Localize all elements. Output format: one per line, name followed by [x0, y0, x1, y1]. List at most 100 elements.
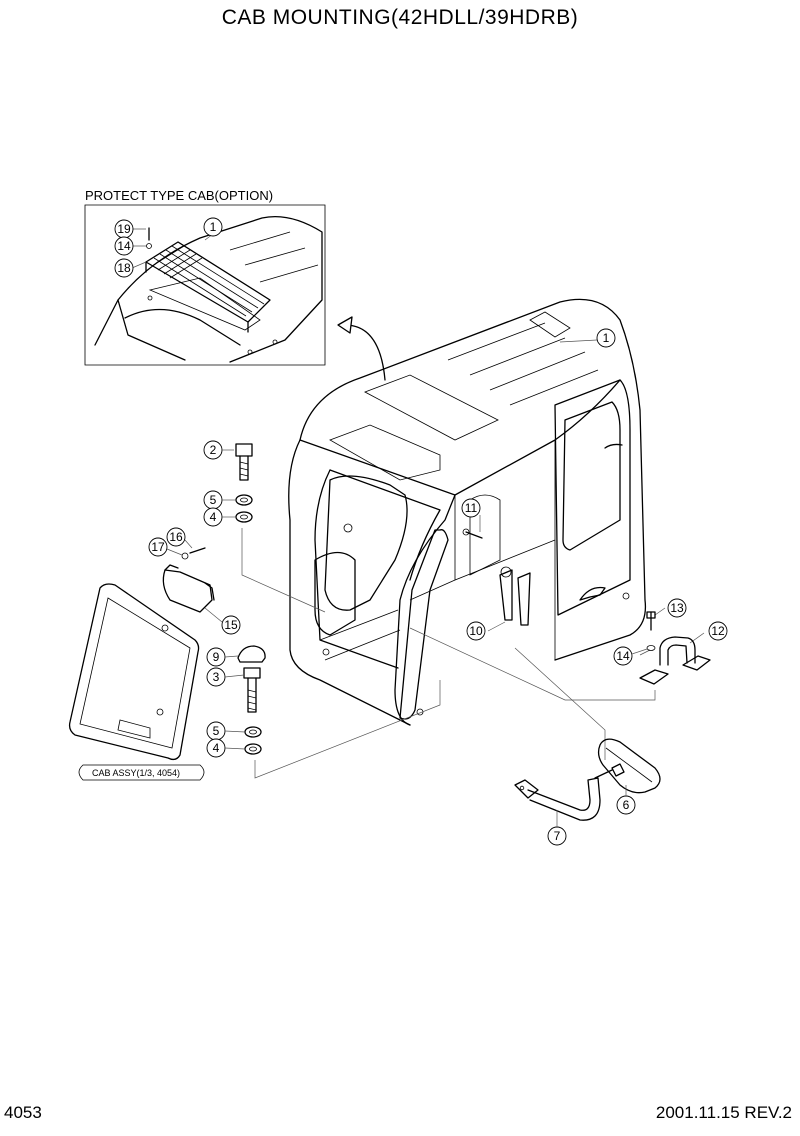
page-title: CAB MOUNTING(42HDLL/39HDRB)	[221, 6, 579, 29]
washer-5-top	[235, 494, 253, 506]
washer-5-bottom-hole	[249, 729, 257, 735]
callout-11: 11	[461, 498, 481, 518]
cab-assy-label: CAB ASSY(1/3, 4054)	[92, 768, 180, 778]
mirror-6	[597, 738, 661, 794]
svg-text:3: 3	[213, 670, 220, 684]
svg-text:10: 10	[469, 624, 483, 638]
svg-text:6: 6	[623, 798, 630, 812]
bolt-13-head	[646, 611, 656, 619]
callout-4-top: 4	[203, 507, 223, 527]
inset-pointer-arrowhead	[337, 316, 353, 334]
svg-text:4: 4	[210, 510, 217, 524]
svg-text:5: 5	[210, 493, 217, 507]
sliding-window	[68, 583, 200, 761]
svg-text:2: 2	[210, 443, 217, 457]
washer-4-top	[235, 511, 253, 523]
inset-roof-hatch	[148, 277, 261, 331]
cab-back-wall	[454, 440, 556, 581]
callout-5-top: 5	[203, 490, 223, 510]
callout-5-bottom: 5	[206, 721, 226, 741]
mirror-bracket-7	[514, 769, 613, 821]
washer-4-bottom-hole	[249, 746, 257, 752]
cab-inner-edges	[409, 540, 556, 660]
cab-body	[288, 298, 647, 726]
inset-roof-rib-1	[229, 231, 291, 251]
inset-pointer-arrow	[344, 324, 386, 381]
inset-bolt-hole	[272, 339, 278, 345]
floor-mount-hole	[322, 648, 330, 656]
callout-7: 7	[547, 826, 567, 846]
cab-front-roof-panel	[329, 424, 441, 481]
washer-5-top-hole	[240, 497, 248, 503]
inset-roof-rib-2	[244, 247, 306, 266]
cab-assy-label-box	[78, 764, 205, 781]
cap-9	[237, 645, 266, 663]
callout-15: 15	[221, 615, 241, 635]
svg-text:15: 15	[224, 618, 238, 632]
cab-roof-ribs	[447, 322, 599, 406]
cab-front-window-left	[314, 469, 399, 669]
page-number: 4053	[4, 1103, 42, 1122]
cab-left-front-pillar	[288, 439, 411, 726]
callout-14: 14	[613, 646, 633, 666]
callout-3: 3	[206, 667, 226, 687]
bolt-2	[235, 443, 253, 481]
grab-handle-12	[639, 636, 711, 685]
callout-6: 6	[616, 795, 636, 815]
svg-text:9: 9	[213, 650, 220, 664]
svg-text:11: 11	[465, 501, 478, 515]
cab-front-window-top	[329, 469, 441, 581]
cab-roof-handle	[529, 311, 571, 338]
svg-text:1: 1	[603, 331, 610, 345]
svg-text:12: 12	[711, 624, 725, 638]
callout-13: 13	[667, 598, 687, 618]
cab-front-handrail	[399, 529, 449, 720]
callout-1-inset: 1	[203, 217, 223, 237]
cab-right-front-pillar	[394, 494, 456, 726]
svg-text:17: 17	[151, 540, 165, 554]
washer-5-bottom	[244, 726, 262, 738]
washer-14-main	[646, 645, 656, 651]
callout-9: 9	[206, 647, 226, 667]
svg-text:5: 5	[213, 724, 220, 738]
window-handle-15-ends	[164, 564, 215, 601]
cab-left-upper-window	[324, 475, 408, 611]
callout-1: 1	[596, 328, 616, 348]
inset-label: PROTECT TYPE CAB(OPTION)	[85, 188, 273, 203]
inset-window-opening	[124, 308, 241, 346]
washer-17	[181, 552, 189, 560]
inset-bolt-hole	[247, 349, 253, 355]
callout-12: 12	[708, 621, 728, 641]
cab-door-window	[562, 401, 621, 551]
inset-bolt-hole	[147, 295, 153, 301]
protect-cab-inset: PROTECT TYPE CAB(OPTION) 1 19 14 18	[84, 188, 326, 366]
svg-text:14: 14	[117, 239, 131, 253]
bolt-11-head	[462, 528, 470, 536]
svg-text:16: 16	[169, 530, 183, 544]
washer-4-top-hole	[240, 514, 248, 520]
callout-16: 16	[166, 527, 186, 547]
lever-knob	[500, 566, 512, 578]
callout-2: 2	[203, 440, 223, 460]
date-revision: 2001.11.15 REV.2	[655, 1103, 792, 1122]
bolt-3	[243, 667, 261, 713]
cab-door-handle-inner	[604, 443, 623, 449]
callout-18: 18	[114, 258, 134, 278]
svg-text:7: 7	[554, 829, 561, 843]
cab-side-hole	[343, 523, 353, 533]
washer-4-bottom	[244, 743, 262, 755]
inset-roof-outline	[94, 215, 323, 363]
svg-text:18: 18	[117, 261, 131, 275]
inset-roof-rib-3	[259, 264, 319, 283]
cab-door-lock	[622, 592, 630, 600]
svg-text:13: 13	[670, 601, 684, 615]
inset-roof-front	[117, 299, 186, 361]
callout-10: 10	[466, 621, 486, 641]
bolt-16	[189, 547, 206, 554]
cab-roof-outline	[299, 298, 647, 661]
callout-14-inset: 14	[114, 236, 134, 256]
cab-floor-edges	[319, 609, 401, 661]
lever-10b	[517, 572, 531, 626]
cab-rear-window	[469, 494, 501, 576]
